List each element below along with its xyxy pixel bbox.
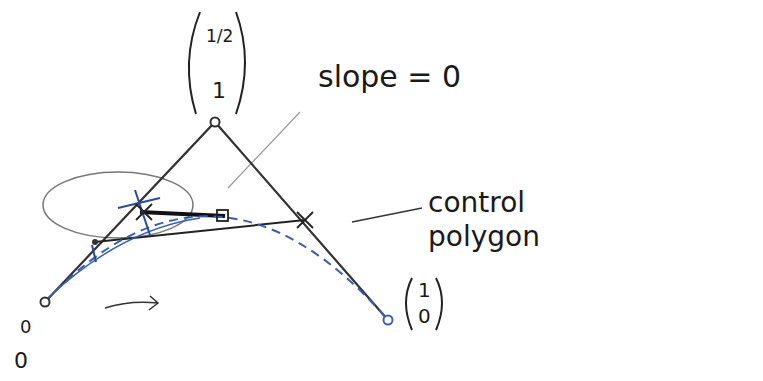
coordinate: 0 (14, 350, 28, 372)
curve-sketch (48, 218, 200, 298)
vector-bracket (236, 12, 245, 114)
construction-point (92, 239, 98, 245)
bezier-curve (45, 216, 388, 320)
leader-line (352, 208, 422, 222)
direction-arrow (105, 296, 158, 310)
vector-component: 1 (212, 80, 226, 102)
vector-bracket (406, 278, 412, 330)
vector-component: 1 (418, 280, 431, 300)
control-polygon (45, 122, 388, 320)
vector-bracket (189, 12, 200, 114)
control-point (384, 316, 393, 325)
tangent-line (140, 212, 225, 216)
callout-label: control polygon (428, 186, 603, 253)
coordinate: 0 (20, 318, 31, 336)
point-marker (217, 210, 228, 221)
control-point (211, 118, 220, 127)
vector-component: 0 (418, 306, 431, 326)
vector-component: 1/2 (206, 28, 233, 45)
sketch-ellipse (43, 172, 193, 238)
cross-mark (297, 212, 313, 228)
cross-mark (136, 204, 152, 220)
annotation: slope = 0 (318, 62, 461, 92)
blue-mark (92, 245, 96, 262)
control-point (41, 298, 50, 307)
vector-bracket (436, 278, 442, 330)
